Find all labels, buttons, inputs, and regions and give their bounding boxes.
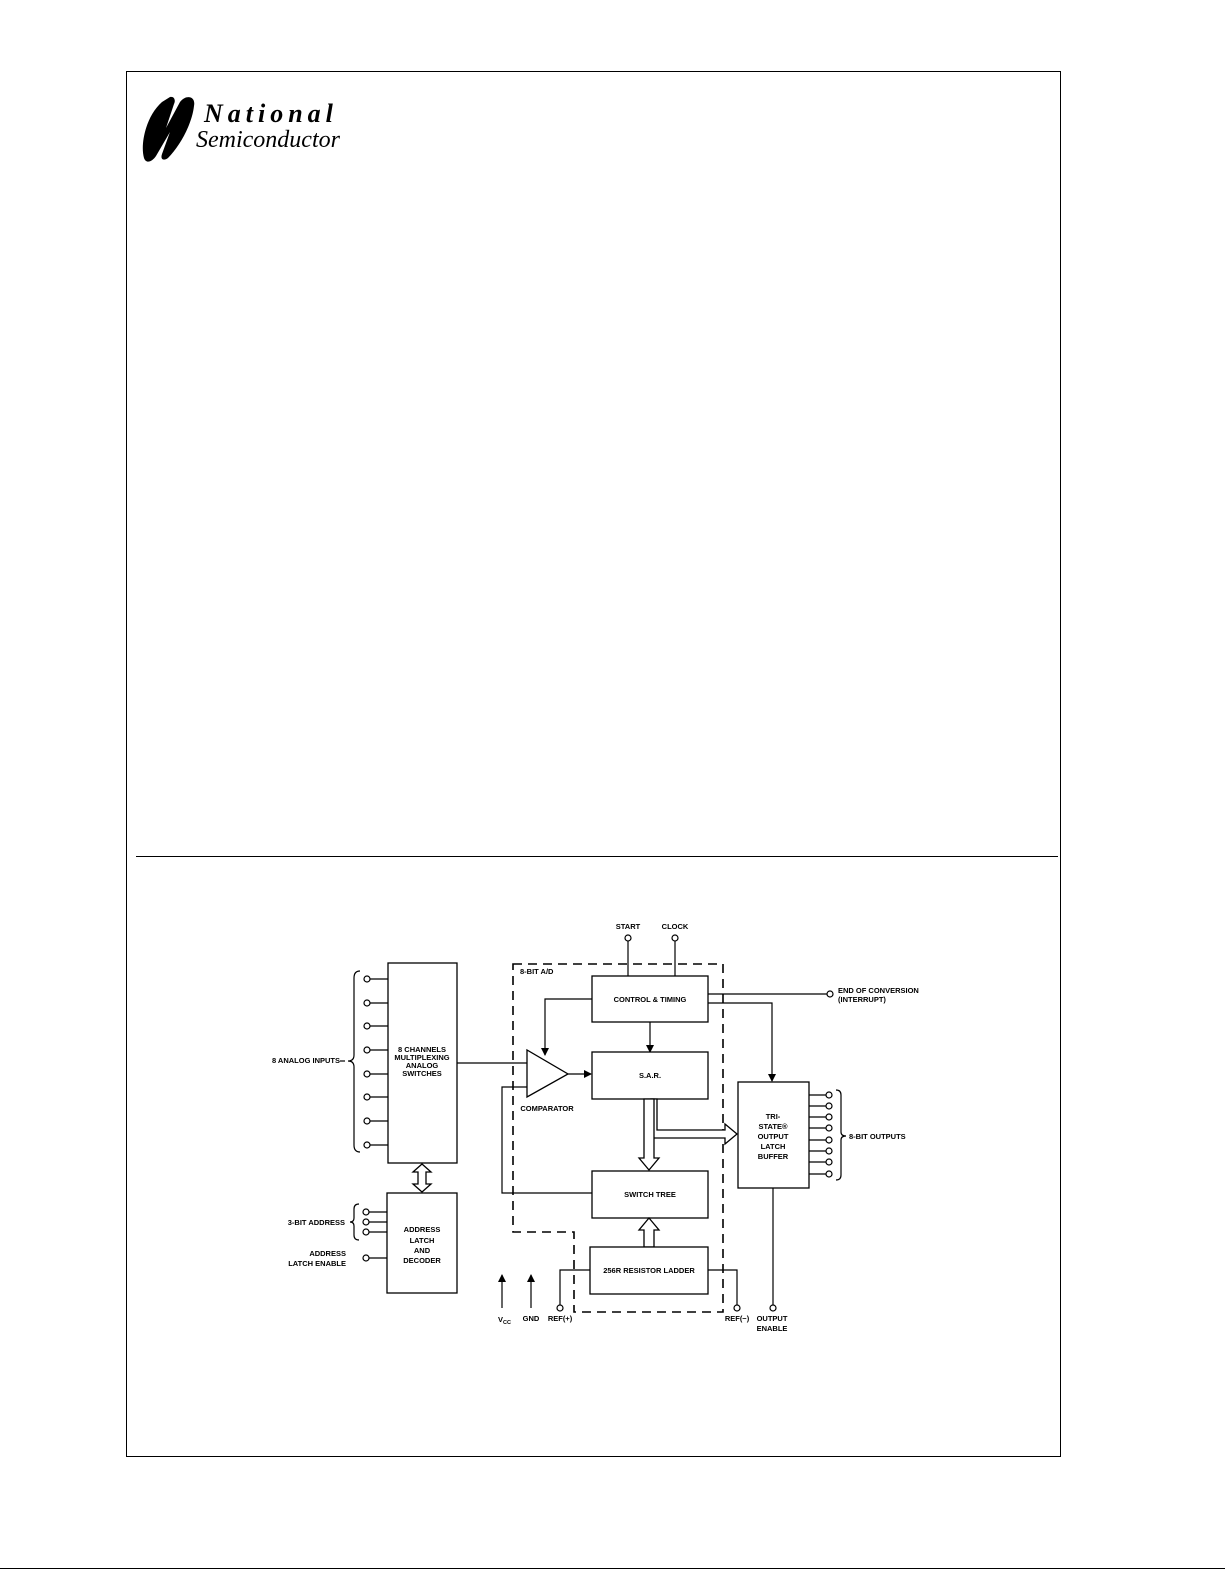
- ref-pos-label: REF(+): [548, 1314, 573, 1323]
- sar-switch-bus: [637, 1098, 661, 1172]
- address-pins: [349, 1203, 387, 1262]
- decoder-label-3: AND: [414, 1246, 431, 1255]
- switch-tree-block: [591, 1170, 709, 1219]
- ale-label-2: LATCH ENABLE: [288, 1259, 346, 1268]
- decoder-block: [386, 1192, 458, 1294]
- eoc-label-1: END OF CONVERSION: [838, 986, 919, 995]
- page-frame: [126, 71, 1061, 1457]
- national-semiconductor-logo: National Semiconductor: [142, 96, 341, 162]
- sar-output-bus: [650, 1098, 739, 1146]
- decoder-label-4: DECODER: [403, 1256, 441, 1265]
- gnd-label: GND: [523, 1314, 540, 1323]
- output-latch-label-1: TRI-: [766, 1112, 781, 1121]
- control-timing-block: [591, 975, 709, 1023]
- mux-decoder-bus: [411, 1163, 433, 1193]
- ref-neg-label: REF(−): [725, 1314, 750, 1323]
- sar-block: [591, 1051, 709, 1100]
- mux-label-1: 8 CHANNELS: [398, 1045, 446, 1054]
- outputs-label: 8-BIT OUTPUTS: [849, 1132, 906, 1141]
- logo-line2: Semiconductor: [196, 127, 341, 153]
- analog-inputs-label: 8 ANALOG INPUTS: [272, 1056, 340, 1065]
- logo-mark: [142, 96, 195, 162]
- mux-label-2: MULTIPLEXING: [394, 1053, 449, 1062]
- adc-boundary: [512, 963, 724, 1313]
- output-latch-label-2: STATE®: [759, 1122, 788, 1131]
- decoder-label-1: ADDRESS: [404, 1225, 441, 1234]
- ladder-switch-bus: [637, 1216, 661, 1248]
- start-label: START: [616, 922, 641, 931]
- output-latch-label-4: LATCH: [761, 1142, 786, 1151]
- output-latch-label-3: OUTPUT: [758, 1132, 789, 1141]
- analog-input-pins: [340, 970, 388, 1153]
- output-enable-label-2: ENABLE: [757, 1324, 788, 1333]
- control-timing-label: CONTROL & TIMING: [614, 995, 687, 1004]
- footer-rule: [0, 1568, 1225, 1569]
- resistor-ladder-label: 256R RESISTOR LADDER: [603, 1266, 695, 1275]
- resistor-ladder-block: [589, 1246, 709, 1295]
- sar-label: S.A.R.: [639, 1071, 661, 1080]
- mux-label-3: ANALOG: [406, 1061, 439, 1070]
- decoder-label-2: LATCH: [410, 1236, 435, 1245]
- output-latch-label-5: BUFFER: [758, 1152, 789, 1161]
- mux-label-4: SWITCHES: [402, 1069, 442, 1078]
- comparator-label: COMPARATOR: [520, 1104, 574, 1113]
- vcc-label: VCC: [498, 1315, 511, 1326]
- address-bits-label: 3-BIT ADDRESS: [288, 1218, 345, 1227]
- comparator-symbol: [526, 1048, 570, 1099]
- ale-label-1: ADDRESS: [309, 1249, 346, 1258]
- output-pins: [809, 1089, 847, 1181]
- switch-tree-label: SWITCH TREE: [624, 1190, 676, 1199]
- clock-label: CLOCK: [662, 922, 689, 931]
- section-divider: [136, 856, 1058, 857]
- adc-label: 8-BIT A/D: [520, 967, 554, 976]
- output-enable-label-1: OUTPUT: [757, 1314, 788, 1323]
- eoc-label-2: (INTERRUPT): [838, 995, 886, 1004]
- logo-line1: National: [203, 99, 338, 128]
- output-latch-block: [737, 1081, 810, 1189]
